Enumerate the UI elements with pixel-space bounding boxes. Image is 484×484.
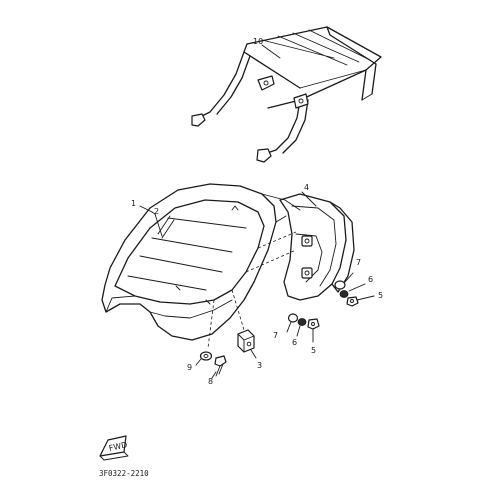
callout-8: 8 <box>208 377 213 386</box>
callout-10: 10 <box>253 37 263 46</box>
seat-leaders <box>139 205 163 237</box>
callout-7b: 7 <box>273 331 278 340</box>
diagram-code: 3F0322-2210 <box>99 469 149 478</box>
washer <box>195 351 213 366</box>
hardware-lower <box>286 313 320 343</box>
hardware-right <box>334 272 375 307</box>
callout-5b: 5 <box>311 346 316 355</box>
callout-7a: 7 <box>356 258 361 267</box>
fwd-label: FWD <box>108 440 128 453</box>
callout-6a: 6 <box>368 275 373 284</box>
callout-4: 4 <box>304 183 309 192</box>
callout-9: 9 <box>187 363 192 372</box>
seat-lock <box>237 329 257 359</box>
rear-cover <box>279 191 355 301</box>
callout-2: 2 <box>154 207 159 216</box>
fwd-arrow-icon: FWD <box>99 435 129 461</box>
callout-3: 3 <box>257 361 262 370</box>
callout-1: 1 <box>131 199 136 208</box>
rear-carrier <box>191 26 382 163</box>
callout-6b: 6 <box>292 338 297 347</box>
callout-5a: 5 <box>378 291 383 300</box>
bolt <box>211 355 227 379</box>
seat-assembly <box>101 183 301 349</box>
